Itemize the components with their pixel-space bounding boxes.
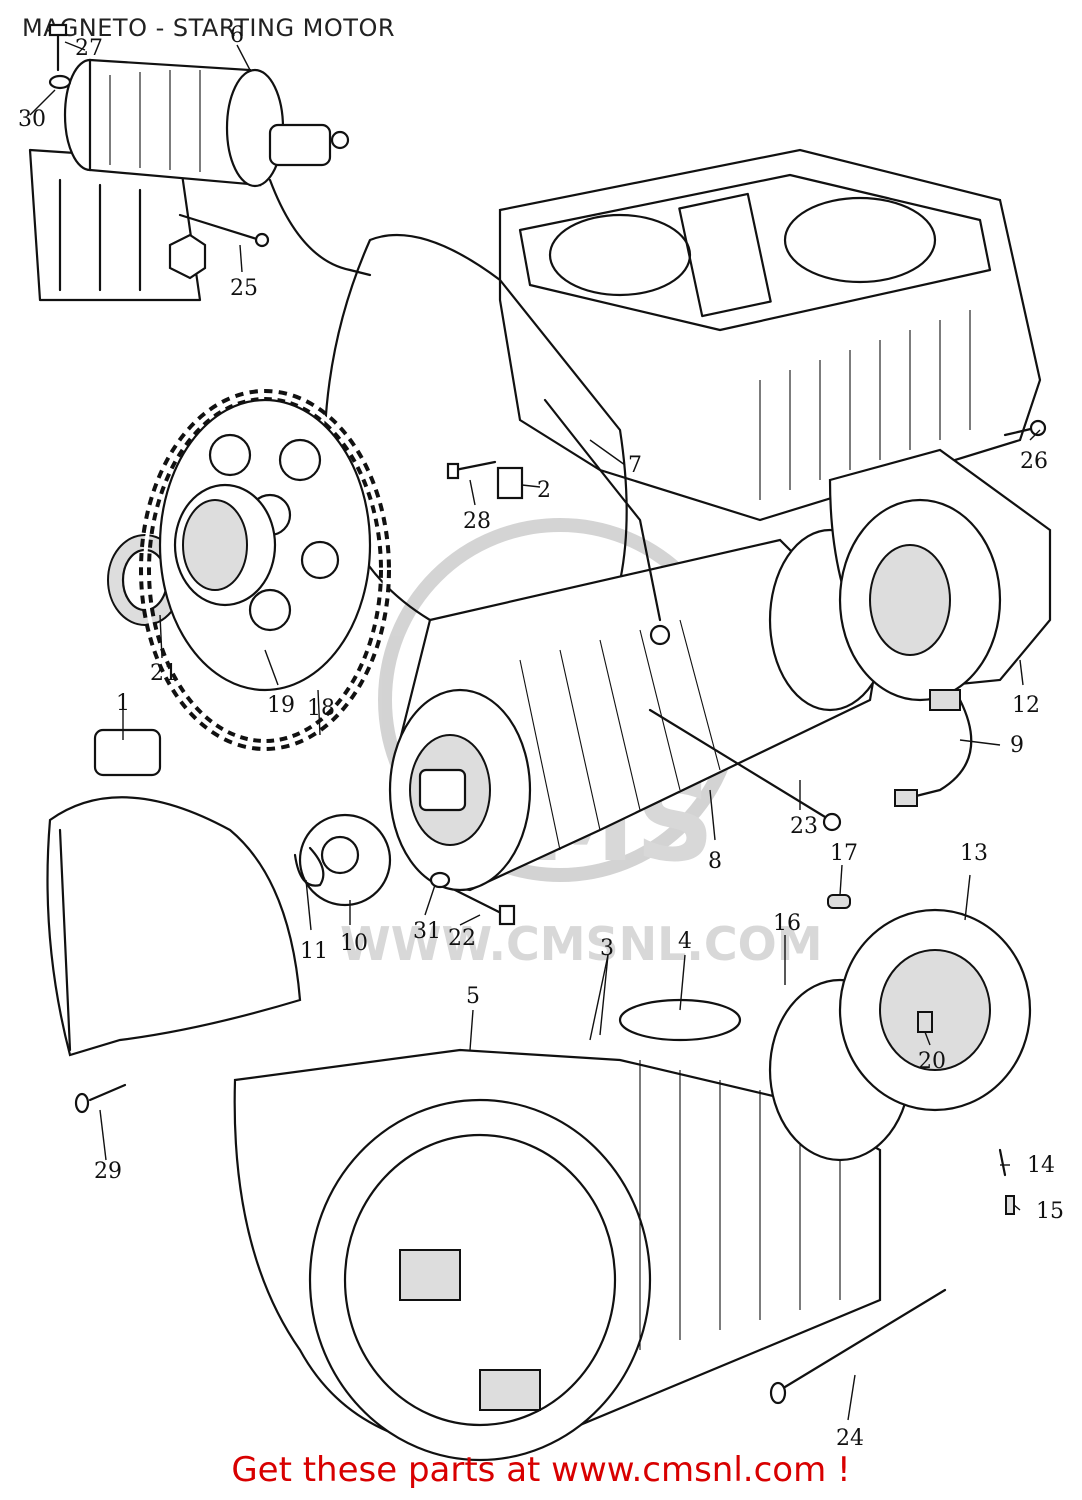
part-1-cover — [46, 728, 302, 1057]
part-10-gear — [298, 813, 392, 907]
part-13-rotor — [838, 908, 1032, 1112]
callout-9: 9 — [1010, 733, 1024, 758]
part-5-magneto-stator — [233, 1048, 882, 1462]
part-11-clip — [293, 846, 325, 887]
part-17-pin — [827, 894, 851, 909]
watermark-url-text: WWW.CMSNL.COM — [340, 917, 823, 971]
callout-3: 3 — [600, 936, 614, 961]
part-20-key — [917, 1011, 933, 1033]
callout-27: 27 — [75, 36, 103, 61]
callout-23: 23 — [790, 814, 818, 839]
callout-15: 15 — [1036, 1199, 1064, 1224]
callout-2: 2 — [537, 478, 551, 503]
part-19-sprocket — [158, 398, 372, 692]
callout-24: 24 — [836, 1426, 864, 1451]
callout-5: 5 — [466, 984, 480, 1009]
callout-16: 16 — [773, 911, 801, 936]
part-9-brush — [894, 689, 973, 807]
callout-25: 25 — [230, 276, 258, 301]
callout-10: 10 — [340, 931, 368, 956]
callout-22: 22 — [448, 926, 476, 951]
callout-4: 4 — [678, 929, 692, 954]
callout-21: 21 — [150, 661, 178, 686]
footer-link-text[interactable]: Get these parts at www.cmsnl.com ! — [231, 1450, 851, 1490]
callout-6: 6 — [230, 23, 244, 48]
part-30-washer — [48, 74, 72, 90]
callout-14: 14 — [1027, 1153, 1055, 1178]
part-25-bolt — [178, 213, 270, 248]
callout-28: 28 — [463, 509, 491, 534]
part-27-bolt — [48, 23, 68, 72]
part-6-starter-solenoid — [63, 58, 372, 277]
part-2-clip — [496, 466, 524, 500]
part-24-long-bolt — [769, 1288, 947, 1405]
callout-26: 26 — [1020, 449, 1048, 474]
part-14-spring — [998, 1148, 1007, 1177]
callout-8: 8 — [708, 849, 722, 874]
part-7-lead-wire — [543, 398, 671, 646]
part-12-end-cover — [828, 448, 1052, 702]
callout-30: 30 — [18, 107, 46, 132]
callout-11: 11 — [300, 939, 328, 964]
callout-13: 13 — [960, 841, 988, 866]
callout-31: 31 — [413, 919, 441, 944]
callout-17: 17 — [830, 841, 858, 866]
diagram-title: MAGNETO - STARTING MOTOR — [22, 14, 396, 42]
callout-29: 29 — [94, 1159, 122, 1184]
leader-lines — [29, 41, 1041, 1421]
callout-19: 19 — [267, 693, 295, 718]
callout-18: 18 — [307, 696, 335, 721]
part-22-bolt — [453, 888, 516, 926]
part-4-field-coil — [618, 998, 742, 1042]
callout-7: 7 — [628, 453, 642, 478]
part-15-pin — [1005, 1195, 1015, 1215]
callout-labels: 1 2 3 4 5 6 7 8 9 10 11 12 13 14 15 16 1… — [18, 23, 1064, 1451]
part-26-screw — [1003, 419, 1047, 437]
callout-12: 12 — [1012, 693, 1040, 718]
callout-1: 1 — [116, 691, 130, 716]
part-18-chain — [139, 389, 391, 751]
callout-20: 20 — [918, 1049, 946, 1074]
part-28-screw — [446, 460, 497, 480]
part-29-bolt — [74, 1083, 127, 1114]
part-31-washer — [429, 871, 451, 889]
